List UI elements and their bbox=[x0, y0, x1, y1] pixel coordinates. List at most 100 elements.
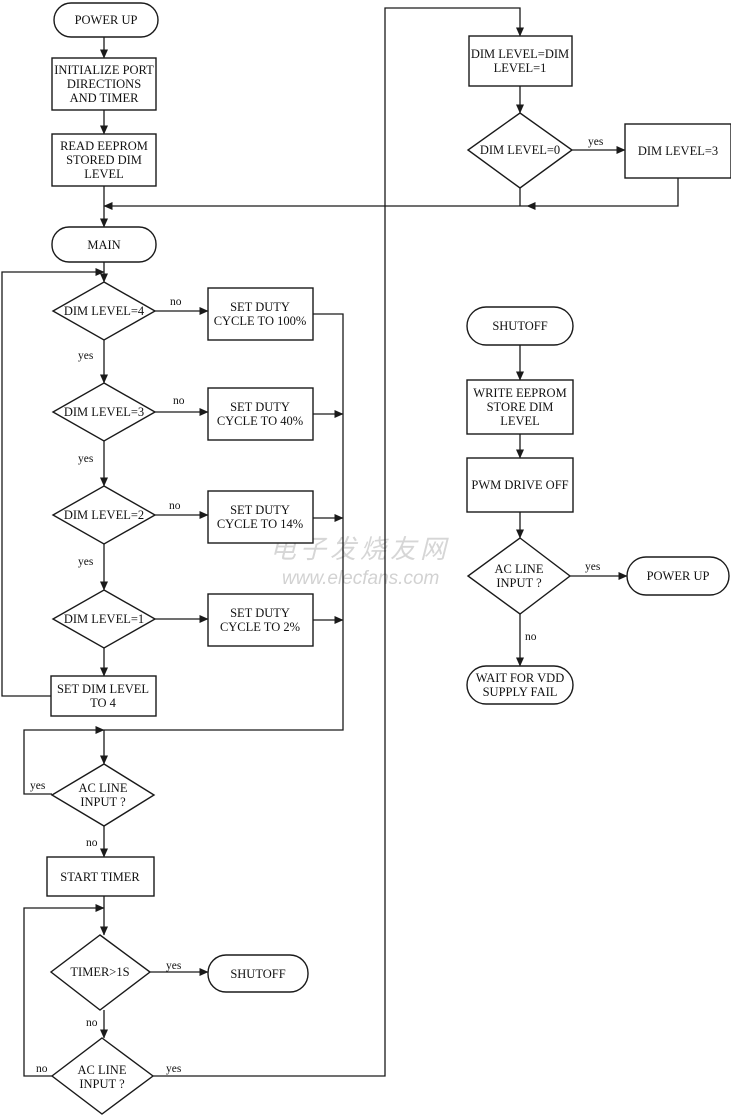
node-power-up-2-label: POWER UP bbox=[647, 569, 710, 583]
node-dim-set3-label: DIM LEVEL=3 bbox=[638, 144, 718, 158]
node-label-line: TIMER>1S bbox=[70, 965, 129, 979]
node-power-up-label: POWER UP bbox=[75, 13, 138, 27]
node-dim1-label: DIM LEVEL=1 bbox=[64, 612, 144, 626]
node-label-line: DIM LEVEL=3 bbox=[64, 405, 144, 419]
node-label-line: INPUT ? bbox=[496, 576, 542, 590]
node-timer-gt-1s bbox=[49, 934, 152, 1011]
node-main bbox=[51, 226, 157, 263]
node-label-line: POWER UP bbox=[75, 13, 138, 27]
node-duty2 bbox=[207, 593, 314, 647]
node-dim0-label: DIM LEVEL=0 bbox=[480, 143, 560, 157]
node-timer-gt-1s-label: TIMER>1S bbox=[70, 965, 129, 979]
node-label-line: WAIT FOR VDD bbox=[476, 671, 564, 685]
edge-ac2-no-loop bbox=[23, 904, 105, 1077]
edge-setdim4-loop bbox=[1, 268, 105, 697]
node-label-line: AC LINE bbox=[79, 781, 128, 795]
edge-label-ac2-no: no bbox=[36, 1063, 48, 1075]
node-label-line: LEVEL bbox=[500, 414, 540, 428]
node-label-line: CYCLE TO 14% bbox=[217, 517, 303, 531]
edge-label-ac3-no: no bbox=[525, 631, 537, 643]
node-label-line: DIM LEVEL=DIM bbox=[471, 47, 569, 61]
edge-label-dim4-yes: yes bbox=[78, 350, 94, 362]
edge-ac1-yes-loop bbox=[23, 726, 105, 795]
node-label-line: DIM LEVEL=3 bbox=[638, 144, 718, 158]
node-duty40 bbox=[207, 387, 314, 441]
node-label-line: LEVEL=1 bbox=[494, 61, 547, 75]
node-shutoff-term bbox=[207, 954, 309, 993]
node-label-line: INPUT ? bbox=[80, 795, 126, 809]
node-label-line: INITIALIZE PORT bbox=[54, 63, 154, 77]
edge-label-dim0-yes: yes bbox=[588, 136, 604, 148]
edge-label-dim2-yes: yes bbox=[78, 556, 94, 568]
node-label-line: STORED DIM bbox=[66, 153, 142, 167]
node-label-line: CYCLE TO 100% bbox=[214, 314, 307, 328]
node-main-label: MAIN bbox=[87, 238, 120, 252]
edge-labels: no yes no yes no yes yes no yes no no ye… bbox=[30, 136, 604, 1075]
node-set-dim4 bbox=[50, 675, 157, 717]
node-dim0 bbox=[466, 112, 574, 189]
node-label-line: CYCLE TO 2% bbox=[220, 620, 300, 634]
edge-label-ac3-yes: yes bbox=[585, 561, 601, 573]
node-dim-set3 bbox=[624, 123, 731, 179]
node-label-line: DIM LEVEL=1 bbox=[64, 612, 144, 626]
node-ac-line-3 bbox=[466, 537, 572, 615]
edge-label-ac1-no: no bbox=[86, 837, 98, 849]
edge-label-dim3-yes: yes bbox=[78, 453, 94, 465]
node-label-line: AND TIMER bbox=[70, 91, 140, 105]
node-duty100 bbox=[207, 287, 314, 341]
node-init-ports bbox=[51, 57, 157, 111]
watermark-url: www.elecfans.com bbox=[282, 568, 439, 589]
node-label-line: AC LINE bbox=[495, 562, 544, 576]
node-label-line: SET DIM LEVEL bbox=[57, 682, 149, 696]
edges bbox=[1, 7, 679, 1077]
node-label-line: SET DUTY bbox=[230, 503, 290, 517]
node-label-line: POWER UP bbox=[647, 569, 710, 583]
edge-label-timer-yes: yes bbox=[166, 960, 182, 972]
node-dim-dec bbox=[468, 35, 573, 87]
node-start-timer bbox=[46, 856, 155, 897]
node-dim1 bbox=[51, 589, 157, 649]
node-ac-line-2 bbox=[50, 1037, 155, 1115]
node-label-line: SHUTOFF bbox=[230, 967, 285, 981]
edge-label-ac2-yes: yes bbox=[166, 1063, 182, 1075]
node-label-line: SUPPLY FAIL bbox=[483, 685, 558, 699]
node-dim3-label: DIM LEVEL=3 bbox=[64, 405, 144, 419]
node-power-up-2 bbox=[626, 556, 730, 596]
node-dim4-label: DIM LEVEL=4 bbox=[64, 304, 145, 318]
node-shutoff-term-label: SHUTOFF bbox=[230, 967, 285, 981]
node-write-eeprom bbox=[466, 379, 574, 435]
node-dim4 bbox=[51, 281, 157, 341]
node-dim2-label: DIM LEVEL=2 bbox=[64, 508, 144, 522]
node-dim3 bbox=[51, 382, 157, 442]
node-label-line: TO 4 bbox=[90, 696, 117, 710]
node-duty14 bbox=[207, 490, 314, 544]
node-shutoff bbox=[466, 306, 574, 346]
node-wait-vdd bbox=[466, 665, 574, 705]
edge-label-timer-no: no bbox=[86, 1017, 98, 1029]
node-pwm-off bbox=[466, 457, 574, 513]
edge-label-dim4-no: no bbox=[170, 296, 182, 308]
node-pwm-off-label: PWM DRIVE OFF bbox=[471, 478, 568, 492]
edge-ac2-yes bbox=[153, 7, 524, 1077]
node-label-line: WRITE EEPROM bbox=[473, 386, 566, 400]
node-power-up bbox=[53, 2, 159, 38]
node-ac-line-1 bbox=[50, 763, 156, 827]
node-label-line: SET DUTY bbox=[230, 300, 290, 314]
node-label-line: READ EEPROM bbox=[60, 139, 148, 153]
node-label-line: DIM LEVEL=0 bbox=[480, 143, 560, 157]
node-label-line: STORE DIM bbox=[487, 400, 554, 414]
edge-label-ac1-yes: yes bbox=[30, 780, 46, 792]
